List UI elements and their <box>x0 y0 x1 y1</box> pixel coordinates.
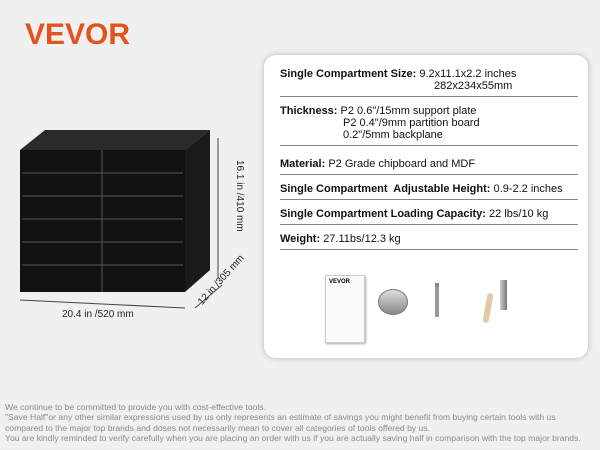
spec-label: Thickness: <box>280 105 338 117</box>
spec-value: 9.2x11.1x2.2 inches <box>419 68 517 80</box>
spec-label: Single Compartment Size: <box>280 68 417 80</box>
spec-value: 0.2"/5mm backplane <box>343 129 443 141</box>
disclaimer: We continue to be committed to provide y… <box>5 402 581 443</box>
shelf-pin-icon <box>500 280 507 310</box>
spec-label: Material: <box>280 158 326 170</box>
dowel-icon <box>482 292 494 324</box>
spec-loading-capacity: Single Compartment Loading Capacity: 22 … <box>280 208 578 225</box>
spec-value: P2 0.6"/15mm support plate <box>340 105 477 117</box>
vevor-logo: VEVOR <box>25 18 131 51</box>
width-dimension: 20.4 in /520 mm <box>62 309 134 320</box>
spec-label: Single Compartment Loading Capacity: <box>280 208 486 220</box>
disclaimer-line: compared to the major top brands and dos… <box>5 422 430 433</box>
organizer-illustration <box>19 130 223 309</box>
disclaimer-line: "Save Half"or any other similar expressi… <box>5 412 556 423</box>
spec-weight: Weight: 27.11bs/12.3 kg <box>280 233 578 250</box>
spec-value: 282x234x55mm <box>434 80 513 92</box>
spec-material: Material: P2 Grade chipboard and MDF <box>280 158 578 175</box>
spec-compartment-size: Single Compartment Size: 9.2x11.1x2.2 in… <box>280 68 578 97</box>
height-dimension: 16.1 in /410 mm <box>234 160 245 232</box>
screw-icon <box>435 283 439 317</box>
spec-value: 0.9-2.2 inches <box>493 183 563 195</box>
spec-label: Weight: <box>280 233 321 245</box>
disclaimer-line: We continue to be committed to provide y… <box>5 402 266 412</box>
spec-value: 27.11bs/12.3 kg <box>323 233 401 245</box>
spec-adjustable-height: Single Compartment Adjustable Height: 0.… <box>280 183 578 200</box>
spec-label: Single Compartment Adjustable Height: <box>280 183 491 195</box>
spec-value: P2 Grade chipboard and MDF <box>328 158 476 170</box>
manual-image: VEVOR <box>325 275 365 343</box>
spec-card: Single Compartment Size: 9.2x11.1x2.2 in… <box>264 55 588 358</box>
disclaimer-line: You are kindly reminded to verify carefu… <box>5 432 581 443</box>
cam-lock-icon <box>378 289 408 315</box>
manual-logo: VEVOR <box>329 279 351 285</box>
spec-value: P2 0.4"/9mm partition board <box>343 117 480 129</box>
spec-value: 22 lbs/10 kg <box>489 208 549 220</box>
